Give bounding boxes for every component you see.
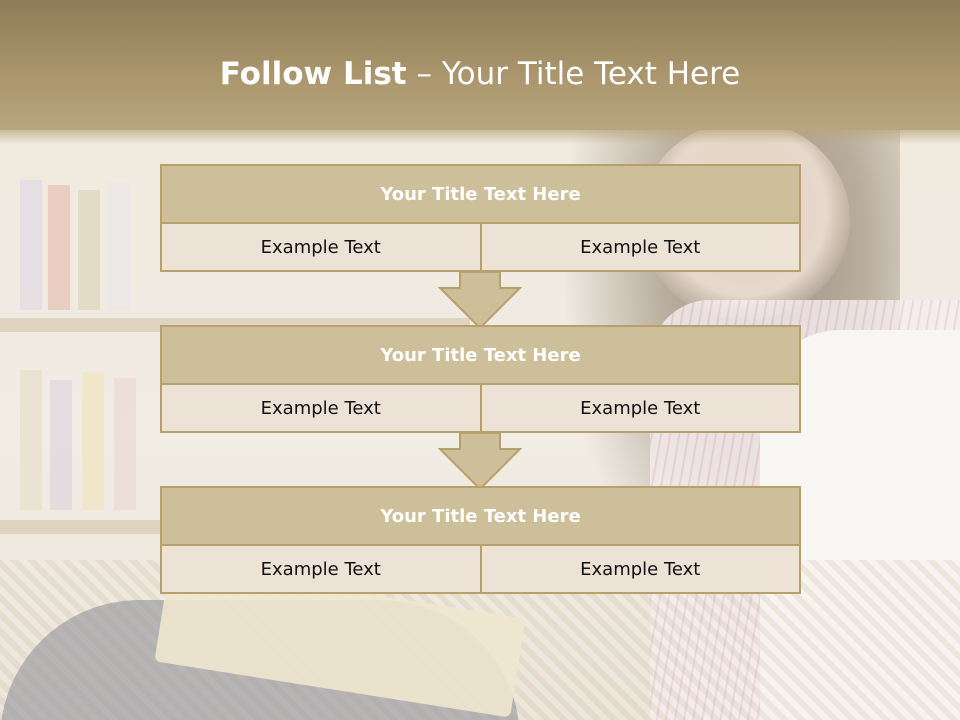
step-3-right-text: Example Text — [479, 546, 800, 592]
step-1-right-text: Example Text — [479, 224, 800, 270]
header-band — [0, 0, 960, 130]
step-row-3: Example Text Example Text — [162, 546, 799, 592]
step-row-1: Example Text Example Text — [162, 224, 799, 270]
step-2-right-text: Example Text — [479, 385, 800, 431]
step-2-left-text: Example Text — [260, 397, 381, 419]
step-box-1: Your Title Text Here Example Text Exampl… — [160, 164, 801, 272]
step-title-3: Your Title Text Here — [162, 488, 799, 546]
step-title-1: Your Title Text Here — [162, 166, 799, 224]
page-title-bold: Follow List — [219, 56, 407, 92]
step-box-3: Your Title Text Here Example Text Exampl… — [160, 486, 801, 594]
step-box-2: Your Title Text Here Example Text Exampl… — [160, 325, 801, 433]
step-3-left-text: Example Text — [260, 558, 381, 580]
step-row-2: Example Text Example Text — [162, 385, 799, 431]
page-title-rest: – Your Title Text Here — [406, 56, 741, 92]
step-title-2: Your Title Text Here — [162, 327, 799, 385]
step-1-left-text: Example Text — [260, 236, 381, 258]
down-arrow-icon — [438, 433, 522, 491]
down-arrow-icon — [438, 272, 522, 330]
page-title: Follow List – Your Title Text Here — [0, 56, 960, 92]
